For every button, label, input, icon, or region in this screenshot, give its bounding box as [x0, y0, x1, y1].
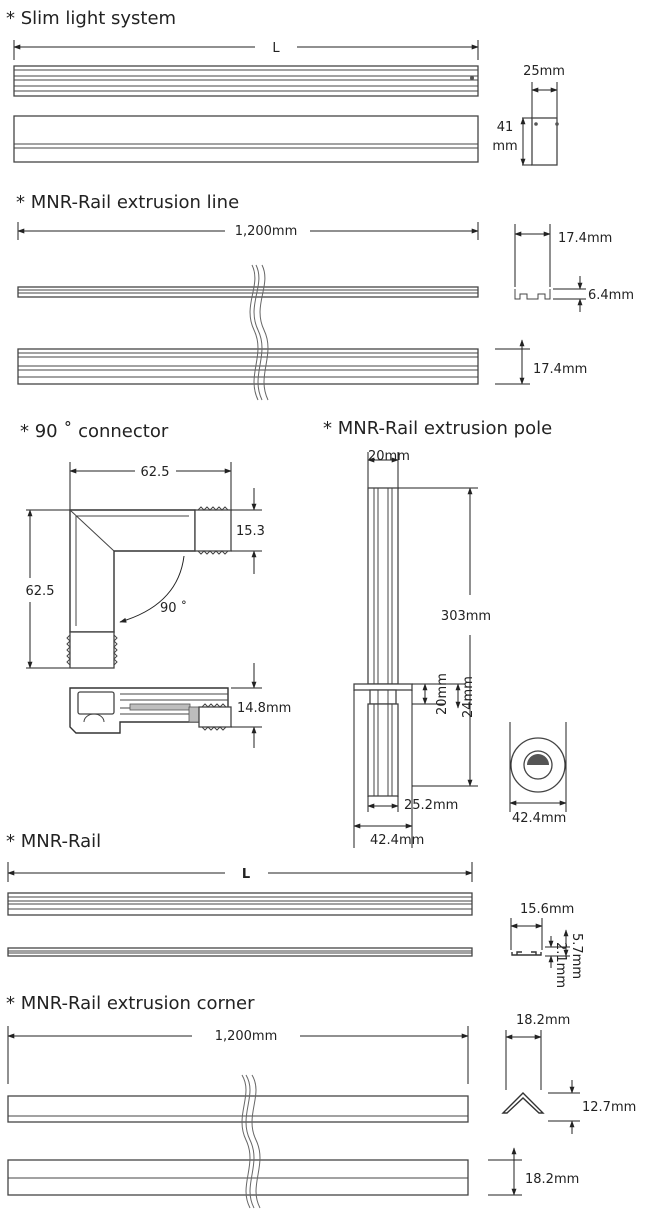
rail-length-label: L	[242, 867, 250, 882]
extrusion-corner-width-label: 18.2mm	[516, 1013, 570, 1028]
connector-profile-view	[69, 687, 232, 734]
extrusion-corner-side-height-label: 18.2mm	[525, 1172, 579, 1187]
extrusion-line-height-label: 6.4mm	[588, 288, 634, 303]
pole-outer-width-label: 42.4mm	[370, 833, 424, 848]
pole-inner-width-label: 25.2mm	[404, 798, 458, 813]
extrusion-corner-height-label: 12.7mm	[582, 1100, 636, 1115]
section-title-mnr-rail: * MNR-Rail	[6, 831, 101, 852]
pole-disc-diameter-label: 42.4mm	[512, 811, 566, 826]
slim-height-number: 41	[497, 120, 514, 135]
section-title-extrusion-line: * MNR-Rail extrusion line	[16, 192, 239, 213]
extrusion-line-profile: 17.4mm 6.4mm 17.4mm	[495, 224, 634, 385]
section-extrusion-corner: * MNR-Rail extrusion corner 1,200mm 18.2…	[6, 993, 636, 1209]
connector-profile-height-label: 14.8mm	[237, 701, 291, 716]
extrusion-corner-top-strip	[7, 1095, 469, 1123]
section-90-connector: * 90 ˚ connector 62.5 62.5 90	[20, 421, 291, 748]
rail-outer-height-label: 5.7mm	[569, 933, 584, 979]
pole-top-width-label: 20mm	[368, 449, 410, 464]
extrusion-line-length-label: 1,200mm	[235, 224, 298, 239]
extrusion-corner-profile: 18.2mm 12.7mm 18.2mm	[488, 1013, 636, 1196]
rail-top-view	[7, 892, 473, 916]
section-title-slim-light-system: * Slim light system	[6, 8, 176, 29]
slim-length-label: L	[272, 41, 280, 56]
extrusion-line-top-strip	[17, 286, 479, 298]
extrusion-corner-side-strip	[7, 1159, 469, 1196]
section-title-extrusion-corner: * MNR-Rail extrusion corner	[6, 993, 255, 1014]
slim-height-unit: mm	[492, 139, 517, 154]
section-title-extrusion-pole: * MNR-Rail extrusion pole	[323, 418, 552, 439]
pole-collar	[353, 683, 413, 705]
slim-profile-section: 25mm 41 mm	[492, 64, 565, 166]
slim-top-view	[13, 65, 479, 97]
slim-side-view	[13, 115, 479, 163]
slim-width-label: 25mm	[523, 64, 565, 79]
pole-base-height-label: 24mm	[461, 676, 476, 718]
extrusion-line-width-label: 17.4mm	[558, 231, 612, 246]
pole-length-label: 303mm	[441, 609, 491, 624]
extrusion-line-side-strip	[17, 348, 479, 385]
section-slim-light-system: * Slim light system L 25mm	[6, 8, 565, 166]
section-extrusion-line: * MNR-Rail extrusion line 1,200mm	[16, 192, 634, 401]
rail-inner-height-label: 2.1mm	[553, 942, 568, 988]
extrusion-corner-length-label: 1,200mm	[215, 1029, 278, 1044]
extrusion-line-side-height-label: 17.4mm	[533, 362, 587, 377]
connector-height-label: 62.5	[26, 584, 55, 599]
pole-base-disc: 42.4mm	[509, 722, 567, 826]
section-extrusion-pole: * MNR-Rail extrusion pole 20mm	[323, 418, 567, 848]
pole-upper-body	[367, 487, 399, 685]
rail-width-label: 15.6mm	[520, 902, 574, 917]
pole-lower-body	[367, 703, 399, 797]
section-title-90-connector: * 90 ˚ connector	[20, 421, 169, 442]
section-mnr-rail: * MNR-Rail L 15.6mm	[6, 831, 584, 988]
pole-collar-height-label: 20mm	[435, 673, 450, 715]
connector-angle-label: 90 ˚	[160, 600, 187, 616]
connector-l-body	[66, 506, 232, 669]
rail-profile: 15.6mm 5.7mm 2.1mm	[510, 902, 584, 988]
rail-side-view	[7, 947, 473, 957]
connector-end-width-label: 15.3	[236, 524, 265, 539]
connector-width-label: 62.5	[141, 465, 170, 480]
